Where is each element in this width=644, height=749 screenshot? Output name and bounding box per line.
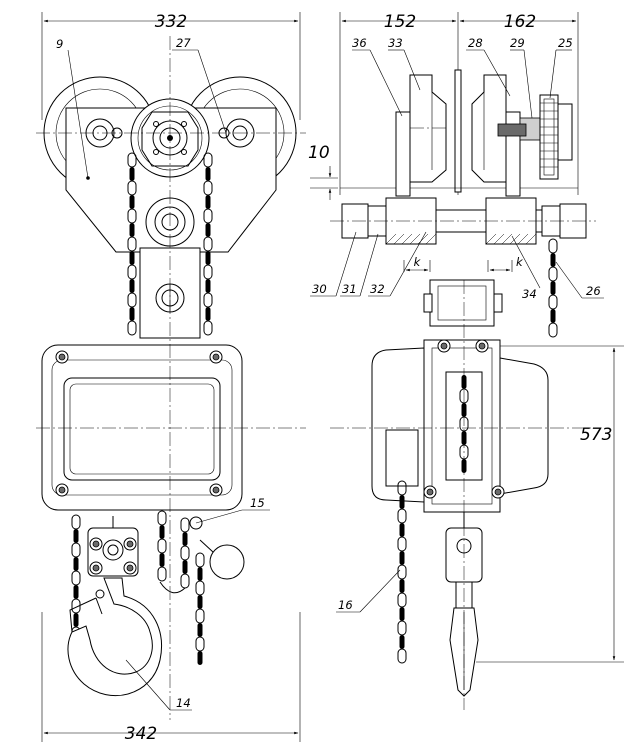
hoist-body	[41, 344, 243, 511]
suspension-yoke	[429, 279, 495, 327]
trolley-hand-chain-side	[548, 238, 558, 338]
hand-chain-side	[397, 480, 407, 664]
svg-text:16: 16	[338, 598, 353, 612]
svg-text:28: 28	[468, 36, 483, 50]
svg-text:27: 27	[176, 36, 191, 50]
hand-chain-right	[195, 552, 205, 665]
dim-342: 342	[41, 612, 301, 744]
dim-label-573: 573	[580, 425, 612, 445]
dim-label-k-right: k	[516, 255, 524, 269]
svg-text:9: 9	[56, 37, 63, 51]
callout-33: 33	[388, 36, 421, 91]
wheel-left-side	[409, 74, 447, 183]
svg-text:14: 14	[176, 696, 191, 710]
trolley-side-plate	[65, 107, 277, 253]
dim-label-162: 162	[504, 12, 536, 32]
dim-label-10: 10	[308, 143, 330, 163]
svg-text:25: 25	[558, 36, 573, 50]
svg-text:31: 31	[342, 282, 357, 296]
dim-label-332: 332	[155, 12, 187, 32]
callout-14: 14	[125, 659, 192, 711]
side-view: 152 162	[308, 12, 624, 710]
svg-text:30: 30	[312, 282, 327, 296]
hoist-body-side-right	[499, 357, 549, 495]
gear-wheel	[539, 94, 559, 180]
svg-text:29: 29	[510, 36, 525, 50]
dim-label-k-left: k	[414, 255, 422, 269]
front-view: 332	[36, 12, 306, 744]
dim-573: 573	[476, 345, 624, 663]
svg-text:33: 33	[388, 36, 403, 50]
load-hook	[67, 577, 162, 697]
dim-10: 10	[308, 143, 338, 200]
beam-web	[454, 69, 462, 193]
dim-label-152: 152	[384, 12, 416, 32]
callout-31: 31	[340, 233, 379, 297]
side-plate-left	[395, 111, 411, 197]
callout-36: 36	[352, 36, 403, 117]
dim-152-162: 152 162	[339, 12, 579, 195]
svg-text:26: 26	[586, 284, 601, 298]
callout-27: 27	[172, 36, 227, 134]
callout-32: 32	[368, 231, 427, 297]
dim-332: 332	[41, 12, 301, 120]
callout-30: 30	[310, 231, 357, 297]
callout-16: 16	[336, 569, 401, 613]
chain-counterweight	[209, 544, 245, 580]
callout-29: 29	[510, 36, 533, 119]
callout-26: 26	[555, 261, 604, 299]
svg-text:15: 15	[250, 496, 265, 510]
wheel-right-side	[471, 74, 507, 183]
callout-25: 25	[549, 36, 573, 99]
load-chain	[157, 510, 190, 594]
svg-text:32: 32	[370, 282, 385, 296]
callout-9: 9	[56, 37, 90, 180]
dim-label-342: 342	[125, 724, 157, 744]
callout-28: 28	[466, 36, 511, 97]
callout-15: 15	[195, 496, 270, 524]
svg-text:36: 36	[352, 36, 367, 50]
callout-34: 34	[511, 235, 541, 301]
svg-text:34: 34	[522, 287, 537, 301]
